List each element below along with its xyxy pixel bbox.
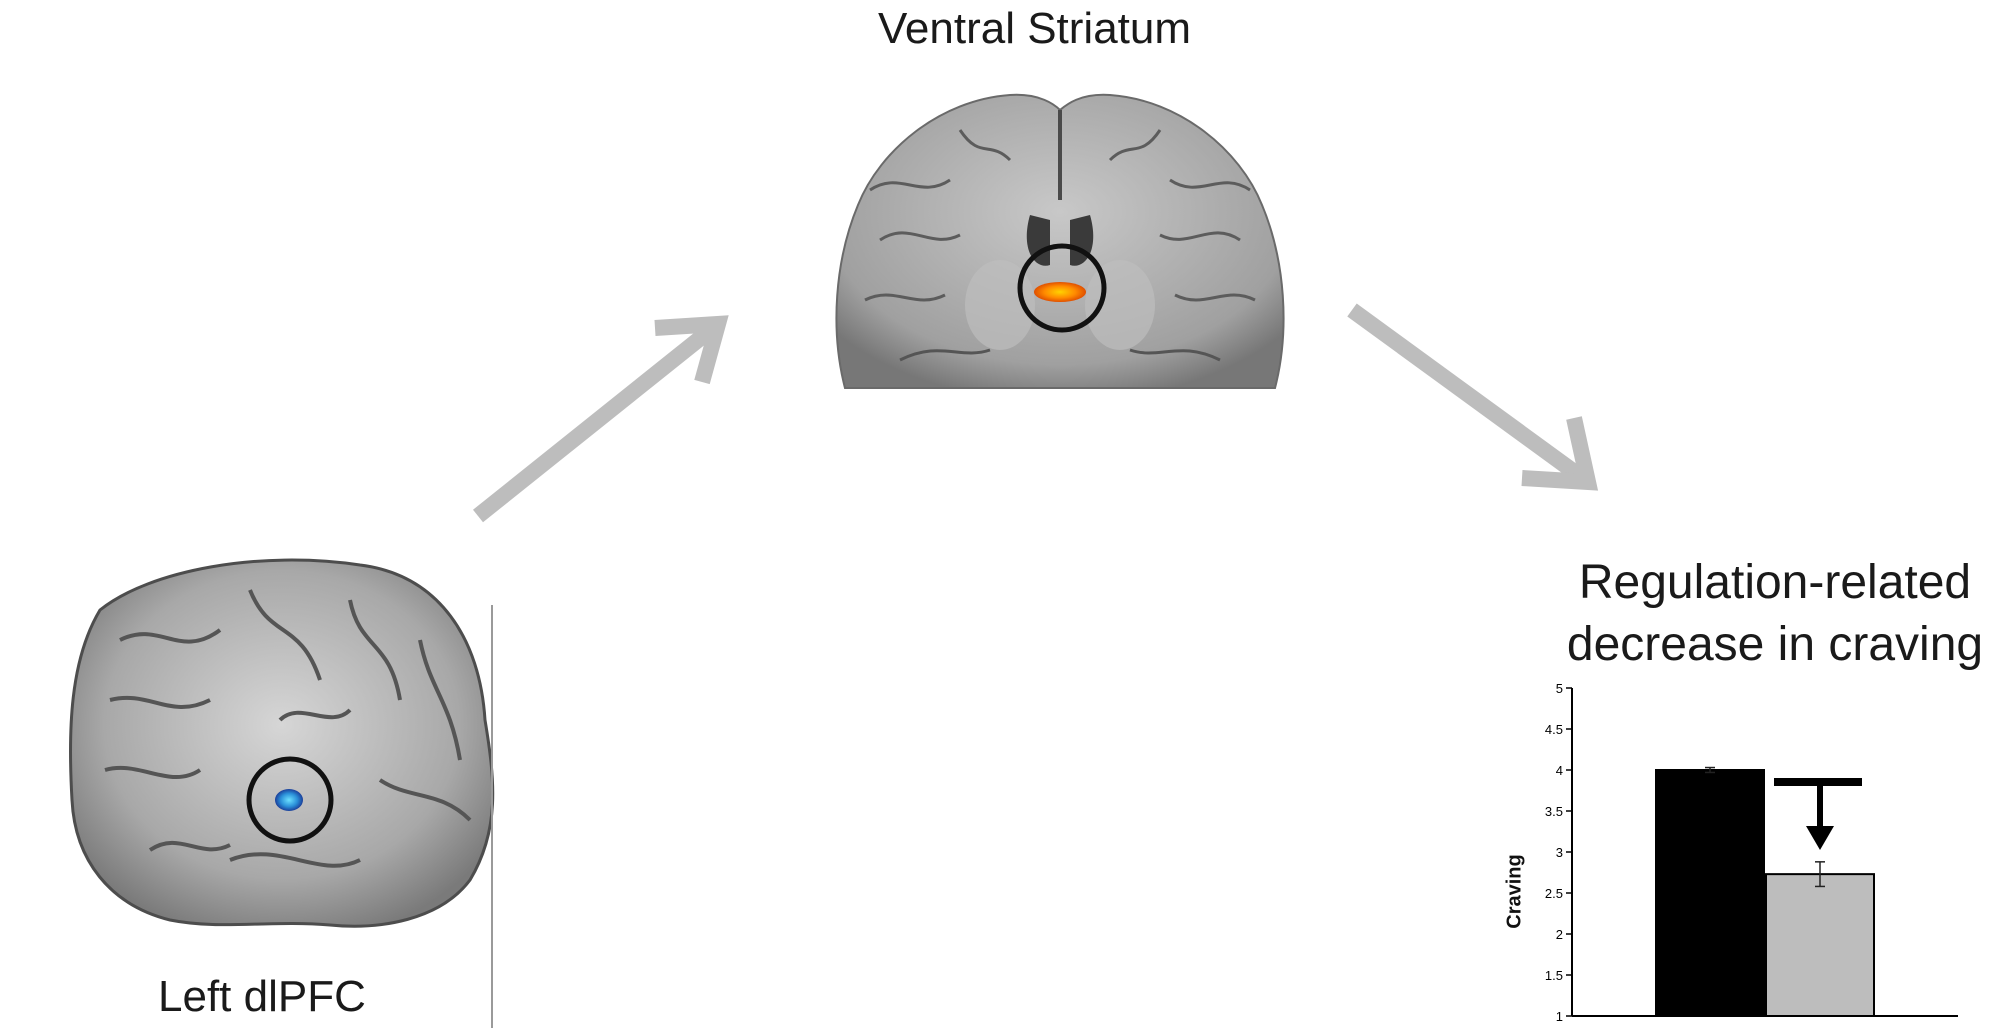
left-dlpfc-label: Left dlPFC: [158, 972, 366, 1021]
regulation-title-line1: Regulation-related: [1578, 556, 1972, 609]
ventral-striatum-highlight-circle: [1017, 243, 1107, 333]
chart-y-tick-label: 2: [1556, 927, 1563, 942]
chart-y-tick-label: 3.5: [1545, 804, 1563, 819]
coronal-brain-slice-image: [835, 93, 1285, 389]
chart-bar: [1655, 769, 1765, 1017]
chart-ylabel: Craving: [1503, 854, 1526, 929]
chart-y-tick-label: 1.5: [1545, 968, 1563, 983]
ventral-striatum-label: Ventral Striatum: [878, 4, 1192, 53]
decrease-arrow-icon: [1806, 826, 1834, 850]
arrow-dlpfc-to-striatum: [473, 315, 729, 523]
chart-bar: [1765, 873, 1875, 1018]
regulation-title-line2: decrease in craving: [1566, 618, 1984, 671]
left-dlpfc-activation: [275, 789, 303, 811]
chart-y-tick-label: 2.5: [1545, 886, 1563, 901]
ventral-striatum-activation: [1034, 282, 1086, 302]
craving-bar-chart: 1 1.5 2 2.5 3 3.5 4 4.5 5: [1545, 681, 1958, 1024]
chart-y-tick-label: 5: [1556, 681, 1563, 696]
chart-y-tick-label: 1: [1556, 1009, 1563, 1024]
chart-y-tick-label: 3: [1556, 845, 1563, 860]
chart-y-tick-label: 4: [1556, 763, 1563, 778]
regulation-title: Regulation-related decrease in craving: [1540, 552, 2008, 676]
chart-y-tick-label: 4.5: [1545, 722, 1563, 737]
left-dlpfc-highlight-circle: [246, 756, 334, 844]
arrow-striatum-to-craving: [1347, 303, 1599, 491]
lateral-brain-image: [68, 558, 495, 1028]
